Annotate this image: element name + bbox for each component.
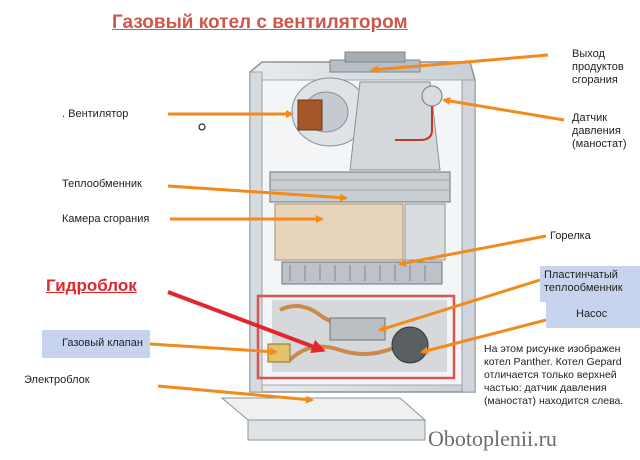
leader-arrows	[149, 53, 565, 404]
arrow-electro-block	[157, 384, 314, 404]
hydro-block	[267, 300, 447, 372]
label-electro-block: Электроблок	[24, 374, 90, 386]
electronics-tray	[220, 397, 427, 441]
label-fan: . Вентилятор	[62, 108, 129, 120]
label-pressure-sensor: Датчик давления (маностат)	[572, 112, 627, 150]
burner	[281, 261, 443, 285]
arrow-sensor	[442, 97, 565, 122]
hydro-block-frame	[256, 294, 456, 380]
heat-exchanger	[269, 171, 451, 203]
arrow-hydroblock	[167, 290, 326, 354]
label-heat-exchanger: Теплообменник	[62, 178, 142, 190]
label-burner: Горелка	[550, 230, 591, 242]
label-plate-heat-exchanger: Пластинчатый теплообменник	[540, 266, 640, 302]
pressure-sensor	[395, 85, 443, 141]
arrow-plate-exchanger	[378, 278, 541, 333]
label-combustion-chamber: Камера сгорания	[62, 213, 150, 225]
arrow-heat-exchanger	[167, 184, 348, 202]
arrow-gas-valve	[149, 342, 278, 356]
arrow-exhaust	[370, 53, 549, 74]
page-title: Газовый котел с вентилятором	[112, 12, 408, 33]
combustion-chamber	[274, 203, 446, 261]
arrow-burner	[398, 234, 547, 267]
label-exhaust: Выход продуктов сгорания	[572, 48, 624, 86]
ring-marker	[198, 123, 206, 131]
label-gas-valve: Газовый клапан	[42, 330, 150, 358]
label-hydroblock: Гидроблок	[46, 276, 137, 295]
arrow-pump	[420, 318, 547, 355]
watermark: Obotoplenii.ru	[428, 426, 557, 451]
fan-unit	[291, 77, 441, 171]
note-text: На этом рисунке изображен котел Panther.…	[484, 343, 624, 407]
label-pump: Насос	[546, 302, 640, 328]
